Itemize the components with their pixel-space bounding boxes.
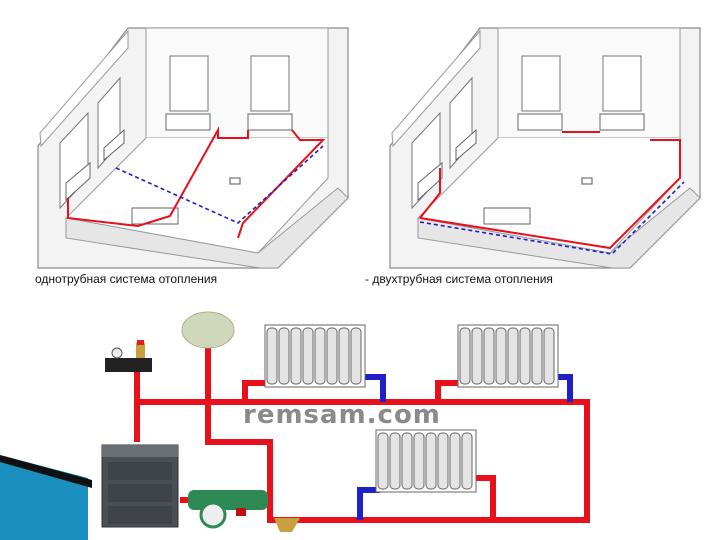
caption-single-pipe: однотрубная система отопления [35,272,218,286]
two-pipe-room [389,27,701,269]
filter-valve [274,518,300,532]
watermark: remsam.com [243,400,441,430]
accent-shape [0,455,92,540]
safety-group [105,340,152,372]
circulation-pump [188,490,268,529]
expansion-tank [181,311,235,349]
radiators [264,324,559,493]
boiler [101,444,179,528]
caption-two-pipe: - двухтрубная система отопления [365,272,553,286]
single-pipe-room [37,27,349,269]
